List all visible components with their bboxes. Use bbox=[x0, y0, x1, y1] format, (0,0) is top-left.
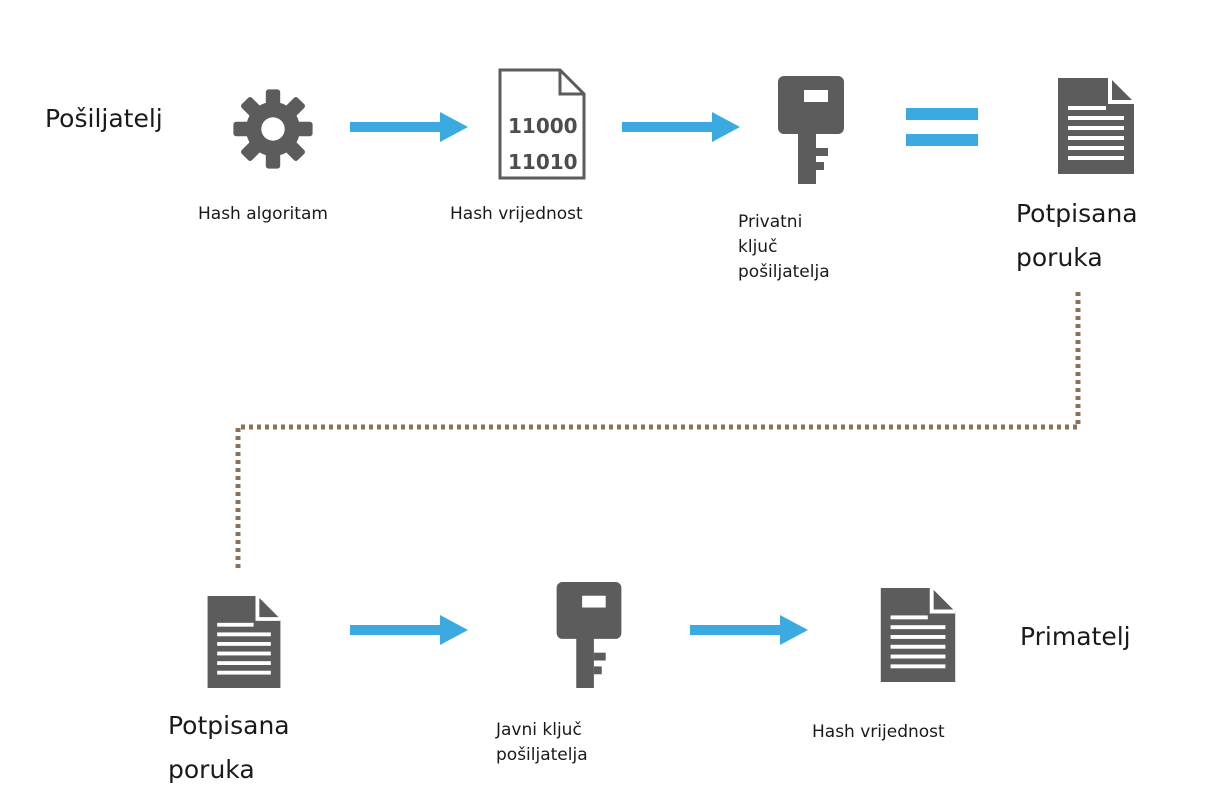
binary-line: 11000 bbox=[508, 114, 578, 138]
label-line: poruka bbox=[1016, 243, 1103, 272]
arrow-right-icon bbox=[350, 112, 468, 142]
signed-message-document-icon bbox=[1058, 78, 1134, 174]
equals-icon bbox=[906, 108, 978, 150]
public-key-label: Javni ključ pošiljatelja bbox=[496, 718, 588, 768]
signed-message-label: Potpisana poruka bbox=[168, 704, 290, 788]
binary-value-text: 11000 11010 bbox=[508, 108, 578, 180]
private-key-label: Privatni ključ pošiljatelja bbox=[738, 210, 830, 285]
label-line: pošiljatelja bbox=[496, 745, 588, 765]
label-line: Potpisana bbox=[168, 711, 290, 740]
label-line: Javni ključ bbox=[496, 720, 582, 740]
label-line: Privatni bbox=[738, 212, 803, 232]
sender-label: Pošiljatelj bbox=[45, 104, 163, 133]
signed-message-label: Potpisana poruka bbox=[1016, 192, 1138, 280]
receiver-label: Primatelj bbox=[1020, 622, 1131, 651]
label-line: pošiljatelja bbox=[738, 262, 830, 282]
arrow-right-icon bbox=[350, 615, 468, 645]
hash-value-label: Hash vrijednost bbox=[812, 722, 945, 742]
public-key-icon bbox=[556, 582, 622, 688]
label-line: ključ bbox=[738, 237, 778, 257]
arrow-right-icon bbox=[690, 615, 808, 645]
binary-document-icon bbox=[496, 66, 588, 182]
signed-message-document-icon bbox=[206, 596, 282, 688]
gear-icon bbox=[222, 84, 324, 174]
arrow-right-icon bbox=[622, 112, 740, 142]
label-line: poruka bbox=[168, 755, 255, 784]
hash-value-document-icon bbox=[880, 588, 956, 682]
private-key-icon bbox=[778, 76, 844, 184]
hash-value-label: Hash vrijednost bbox=[450, 204, 583, 224]
hash-algorithm-label: Hash algoritam bbox=[198, 204, 328, 224]
binary-line: 11010 bbox=[508, 150, 578, 174]
label-line: Potpisana bbox=[1016, 199, 1138, 228]
